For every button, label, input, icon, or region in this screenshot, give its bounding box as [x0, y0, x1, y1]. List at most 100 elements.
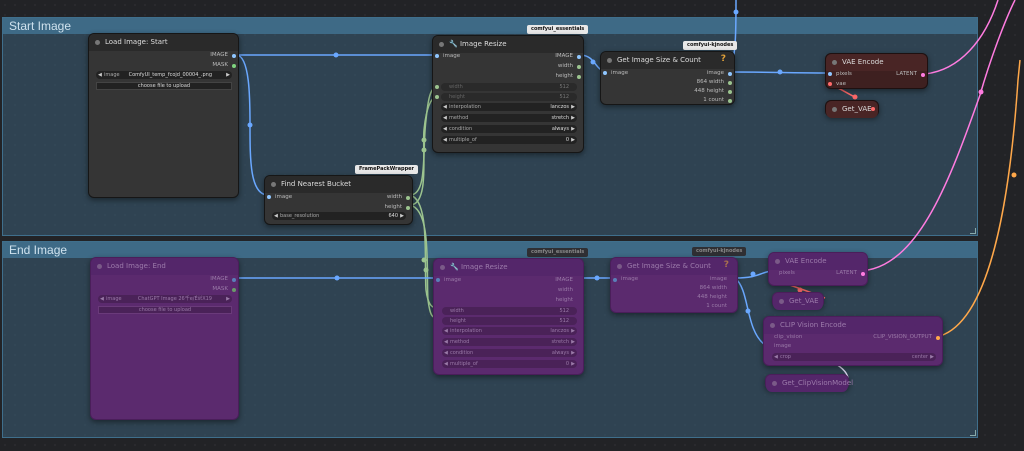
node-vae-encode[interactable]: VAE Encode pixels vae LATENT — [825, 53, 928, 89]
input-image-slot[interactable] — [435, 54, 439, 58]
output-count-slot[interactable] — [728, 99, 732, 103]
node-image-resize-end[interactable]: 🔧 Image Resize image IMAGE width height … — [433, 258, 584, 375]
arrow-right-icon[interactable]: ▶ — [226, 72, 230, 78]
arrow-right-icon[interactable]: ▶ — [571, 339, 575, 345]
output-latent-slot[interactable] — [861, 272, 865, 276]
node-header[interactable]: Get_VAE — [826, 101, 878, 118]
input-vae-slot[interactable] — [828, 82, 832, 86]
arrow-left-icon[interactable]: ◀ — [774, 354, 778, 360]
output-image-slot[interactable] — [232, 54, 236, 58]
input-image-slot[interactable] — [603, 71, 607, 75]
arrow-right-icon[interactable]: ▶ — [571, 104, 575, 110]
node-image-resize[interactable]: 🔧 Image Resize image IMAGE width height … — [432, 35, 584, 153]
collapse-dot-icon[interactable] — [770, 323, 775, 328]
arrow-left-icon[interactable]: ◀ — [98, 72, 102, 78]
node-get-vae-end[interactable]: Get_VAE — [772, 292, 824, 310]
node-header[interactable]: VAE Encode — [826, 54, 927, 71]
arrow-left-icon[interactable]: ◀ — [443, 126, 447, 132]
output-vae-slot[interactable] — [871, 107, 875, 111]
output-clip-vision-slot[interactable] — [936, 336, 940, 340]
output-image-slot[interactable] — [232, 278, 236, 282]
collapse-dot-icon[interactable] — [832, 107, 837, 112]
node-get-image-size-count-end[interactable]: Get Image Size & Count ? image image 864… — [610, 257, 738, 313]
output-width-slot[interactable] — [577, 65, 581, 69]
arrow-right-icon[interactable]: ▶ — [930, 354, 934, 360]
collapse-dot-icon[interactable] — [439, 42, 444, 47]
arrow-left-icon[interactable]: ◀ — [444, 361, 448, 367]
image-file-select[interactable]: ◀ image ComfyUI_temp_fcojd_00004_.png ▶ — [96, 71, 232, 79]
arrow-right-icon[interactable]: ▶ — [571, 328, 575, 334]
arrow-right-icon[interactable]: ▶ — [571, 115, 575, 121]
output-height-slot[interactable] — [728, 90, 732, 94]
arrow-right-icon[interactable]: ▶ — [400, 213, 404, 219]
output-mask-slot[interactable] — [232, 288, 236, 292]
node-load-image-end[interactable]: Load Image: End IMAGE MASK ◀ image ChatG… — [90, 257, 239, 420]
collapse-dot-icon[interactable] — [832, 60, 837, 65]
arrow-left-icon[interactable]: ◀ — [444, 339, 448, 345]
node-header[interactable]: Load Image: Start — [89, 34, 238, 51]
node-get-image-size-count[interactable]: Get Image Size & Count ? image image 864… — [600, 51, 735, 105]
collapse-dot-icon[interactable] — [775, 259, 780, 264]
node-header[interactable]: CLIP Vision Encode — [764, 317, 942, 334]
node-load-image-start[interactable]: Load Image: Start IMAGE MASK ◀ image Com… — [88, 33, 239, 198]
node-header[interactable]: Find Nearest Bucket — [265, 176, 412, 193]
node-header[interactable]: VAE Encode — [769, 253, 867, 270]
collapse-dot-icon[interactable] — [271, 182, 276, 187]
node-header[interactable]: Get Image Size & Count — [601, 52, 734, 69]
node-header[interactable]: Get Image Size & Count — [611, 258, 737, 275]
arrow-left-icon[interactable]: ◀ — [444, 328, 448, 334]
input-image-slot[interactable] — [436, 278, 440, 282]
input-image-slot[interactable] — [267, 195, 271, 199]
help-icon[interactable]: ? — [720, 54, 726, 64]
arrow-right-icon[interactable]: ▶ — [571, 126, 575, 132]
node-vae-encode-end[interactable]: VAE Encode pixels LATENT — [768, 252, 868, 286]
node-find-nearest-bucket[interactable]: Find Nearest Bucket image width height ◀… — [264, 175, 413, 225]
arrow-left-icon[interactable]: ◀ — [444, 350, 448, 356]
output-latent-slot[interactable] — [921, 73, 925, 77]
arrow-left-icon[interactable]: ◀ — [443, 137, 447, 143]
input-width-slot[interactable] — [435, 85, 439, 89]
arrow-left-icon[interactable]: ◀ — [443, 104, 447, 110]
group-title[interactable]: Start Image — [3, 18, 977, 34]
output-mask-slot[interactable] — [232, 64, 236, 68]
node-clip-vision-encode[interactable]: CLIP Vision Encode clip_vision image CLI… — [763, 316, 943, 366]
image-file-select[interactable]: ◀ image ChatGPT Image 26千e/ÉšťX19 ▶ — [98, 295, 232, 303]
arrow-right-icon[interactable]: ▶ — [571, 137, 575, 143]
collapse-dot-icon[interactable] — [772, 381, 777, 386]
arrow-right-icon[interactable]: ▶ — [571, 361, 575, 367]
collapse-dot-icon[interactable] — [97, 264, 102, 269]
node-get-clip-vision-model[interactable]: Get_ClipVisionModel — [765, 374, 853, 392]
group-resize-handle[interactable] — [970, 430, 976, 436]
collapse-dot-icon[interactable] — [440, 265, 445, 270]
arrow-left-icon[interactable]: ◀ — [274, 213, 278, 219]
choose-file-button[interactable]: choose file to upload — [98, 306, 232, 314]
collapse-dot-icon[interactable] — [779, 299, 784, 304]
group-resize-handle[interactable] — [970, 228, 976, 234]
output-height-slot[interactable] — [577, 75, 581, 79]
input-image-slot[interactable] — [613, 278, 617, 282]
output-height-slot[interactable] — [406, 206, 410, 210]
output-width-slot[interactable] — [728, 81, 732, 85]
help-icon[interactable]: ? — [723, 260, 729, 270]
node-get-vae[interactable]: Get_VAE — [825, 100, 879, 118]
input-pixels-slot[interactable] — [828, 72, 832, 76]
arrow-left-icon[interactable]: ◀ — [443, 115, 447, 121]
output-width-slot[interactable] — [406, 196, 410, 200]
output-image-slot[interactable] — [577, 55, 581, 59]
node-header[interactable]: 🔧 Image Resize — [434, 259, 583, 276]
collapse-dot-icon[interactable] — [617, 264, 622, 269]
